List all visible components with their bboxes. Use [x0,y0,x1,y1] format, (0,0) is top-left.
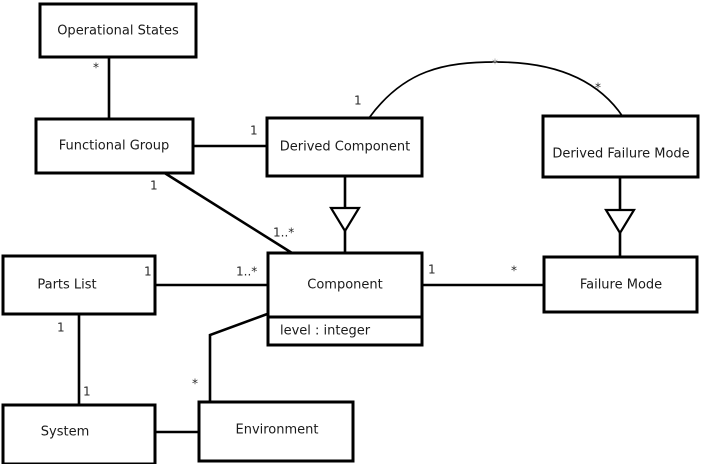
class-box-border [38,2,198,59]
link-environment-component[interactable] [208,311,271,402]
multiplicity-functionalgroup-derivedcomponent: 1 [250,124,258,138]
class-box-component[interactable]: Component level : integer [266,251,424,347]
multiplicity-system-partslist: 1 [83,385,91,399]
class-box-border [265,116,424,178]
class-box-operational-states[interactable]: Operational States [38,2,198,59]
class-box-border [34,117,195,175]
multiplicity-component-functionalgroup: 1..* [273,226,294,240]
class-attribute-compartment [266,315,424,347]
class-box-border [266,251,424,319]
multiplicity-derivedfailuremode-arc: * [595,81,601,95]
class-box-functional-group[interactable]: Functional Group [34,117,195,175]
multiplicity-derivedcomponent-arc: 1 [354,94,362,108]
class-name-operational-states: Operational States [57,24,179,39]
multiplicity-environment-component: * [192,377,198,391]
multiplicity-functionalgroup-component: 1 [150,179,158,193]
class-box-border [542,255,699,314]
class-box-failure-mode[interactable]: Failure Mode [542,255,699,314]
class-box-border [541,114,700,179]
multiplicity-component-partslist: 1..* [236,265,257,279]
class-box-derived-failure-mode[interactable]: Derived Failure Mode [541,114,700,179]
class-box-derived-component[interactable]: Derived Component [265,116,424,178]
generalization-triangle-icon [329,206,361,234]
class-name-functional-group: Functional Group [59,139,170,154]
class-name-system: System [41,425,89,440]
class-box-system[interactable]: System [1,403,157,464]
class-name-derived-failure-mode: Derived Failure Mode [552,147,689,162]
multiplicity-partslist-system: 1 [57,321,65,335]
association-line [208,311,271,402]
multiplicity-failuremode-component: * [511,264,517,278]
link-derivedcomponent-component[interactable] [329,176,361,253]
multiplicity-opstates-functionalgroup: * [93,61,99,75]
class-box-border [1,254,157,316]
class-name-component: Component [307,278,382,293]
class-box-environment[interactable]: Environment [197,400,355,463]
link-derivedcomponent-derivedfailuremode[interactable] [368,61,624,119]
multiplicity-arc-peak: * [492,57,498,71]
association-line [162,170,293,255]
class-name-derived-component: Derived Component [280,140,411,155]
multiplicity-component-failuremode: 1 [428,263,436,277]
class-name-failure-mode: Failure Mode [580,278,662,293]
link-derivedfailuremode-failuremode[interactable] [604,177,636,257]
class-attribute-level: level : integer [280,324,371,339]
class-box-border [197,400,355,463]
link-functionalgroup-component[interactable] [162,170,293,255]
class-box-border [1,403,157,464]
class-name-environment: Environment [235,423,318,438]
multiplicity-partslist-component: 1 [144,265,152,279]
class-box-parts-list[interactable]: Parts List [1,254,157,316]
generalization-triangle-icon [604,208,636,236]
class-name-parts-list: Parts List [37,278,96,293]
association-arc-line [368,61,624,119]
